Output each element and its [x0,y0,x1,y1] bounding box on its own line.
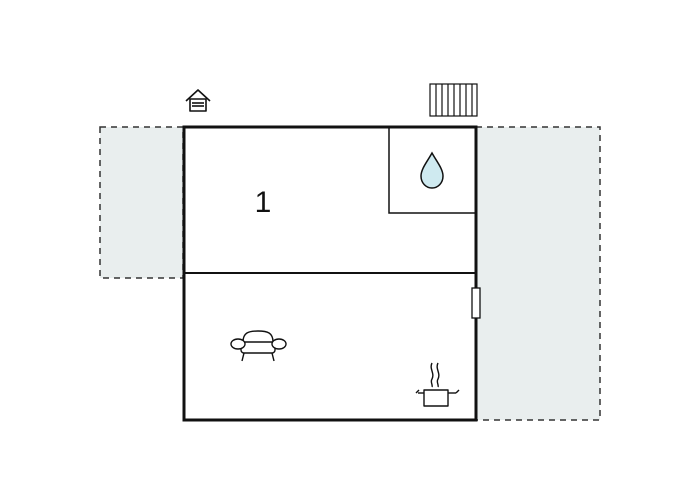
window-icon [471,287,481,319]
house-entrance-icon [185,89,211,112]
sofa-icon [230,330,287,362]
fence-gate-icon [429,83,478,117]
water-drop-icon [420,151,444,189]
room-number-label: 1 [255,186,272,219]
terrace-right [475,126,601,421]
terrace-left [99,126,184,279]
bathroom-wall [388,127,476,214]
cooking-pot-icon [415,362,460,407]
